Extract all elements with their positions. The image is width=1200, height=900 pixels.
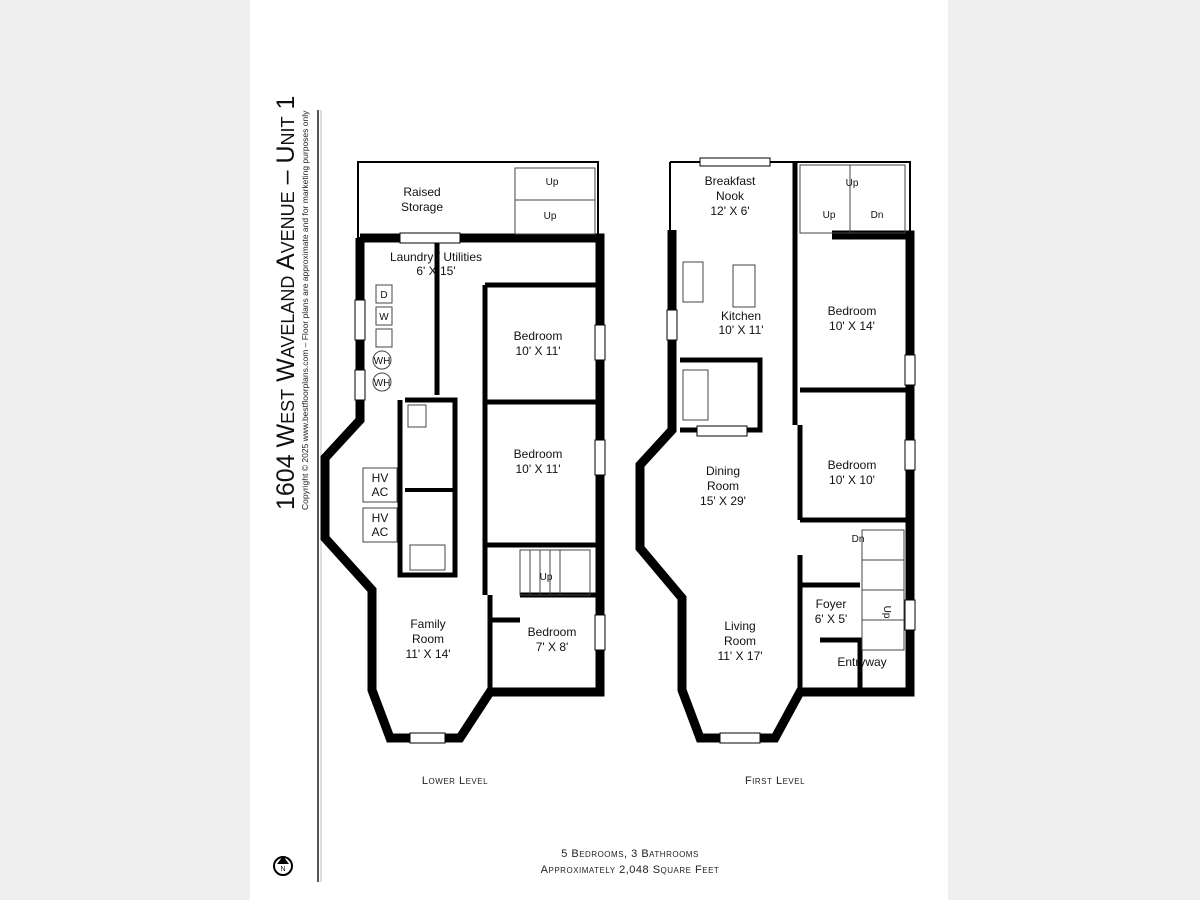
room-label: Room (724, 634, 756, 648)
room-dimensions: 15' X 29' (700, 494, 746, 508)
room-label: Room (412, 632, 444, 646)
water-heater-label: WH (374, 356, 391, 367)
room-label: Entryway (837, 655, 886, 669)
room-dimensions: 7' X 8' (536, 640, 569, 654)
room-label: Laundry / Utilities (390, 250, 482, 264)
room-label: Foyer (816, 597, 847, 611)
hvac-label: HV (372, 511, 389, 525)
stairs-down-label: Dn (871, 210, 884, 221)
room-label: Bedroom (528, 625, 577, 639)
room-dimensions: 10' X 11' (515, 462, 560, 476)
room-dimensions: 10' X 14' (829, 319, 875, 333)
stairs-up-label: Up (823, 210, 836, 221)
room-label: 6' X 15' (416, 264, 455, 278)
room-label: Living (724, 619, 755, 633)
room-dimensions: 6' X 5' (815, 612, 848, 626)
room-label: Room (707, 479, 739, 493)
room-label: Bedroom (514, 447, 563, 461)
room-label: Family (410, 617, 445, 631)
compass-label: N (280, 866, 285, 873)
room-dimensions: 11' X 17' (717, 649, 762, 663)
first-level-plan: Breakfast Nook 12' X 6' Kitchen 10' X 11… (635, 157, 916, 787)
room-dimensions: 10' X 11' (515, 344, 560, 358)
room-dimensions: 10' X 10' (829, 473, 875, 487)
water-heater-label: WH (374, 378, 391, 389)
lower-level-caption: Lower Level (422, 775, 488, 787)
hvac-label: HV (372, 471, 389, 485)
title-block: 1604 West Waveland Avenue – Unit 1 Copyr… (272, 96, 310, 510)
dryer-label: D (380, 290, 387, 301)
room-dimensions: 12' X 6' (710, 204, 749, 218)
room-label: Storage (401, 200, 443, 214)
summary-bedrooms-bathrooms: 5 Bedrooms, 3 Bathrooms (561, 848, 699, 860)
room-label: Bedroom (828, 304, 877, 318)
room-label: Kitchen (721, 309, 761, 323)
lower-exterior-wall (320, 233, 605, 743)
room-dimensions: 11' X 14' (405, 647, 450, 661)
room-label: Dining (706, 464, 740, 478)
first-level-caption: First Level (745, 775, 805, 787)
room-label: Raised (403, 185, 440, 199)
washer-label: W (379, 312, 389, 323)
room-label: Breakfast (705, 174, 756, 188)
hvac-label: AC (372, 485, 389, 499)
room-label: Bedroom (828, 458, 877, 472)
copyright-notice: Copyright © 2025 www.bestfloorplans.com … (300, 110, 310, 510)
stairs-up-label: Up (544, 211, 557, 222)
stairs-up-label: Up (540, 572, 553, 583)
room-label: Bedroom (514, 329, 563, 343)
property-title: 1604 West Waveland Avenue – Unit 1 (272, 96, 300, 510)
north-compass-icon: N (273, 856, 293, 876)
hvac-label: AC (372, 525, 389, 539)
lower-level-plan: D W WH WH Raised Storage Laundry / Utili… (320, 161, 606, 787)
stairs-up-label: Up (846, 178, 859, 189)
room-dimensions: 10' X 11' (718, 323, 763, 337)
stairs-down-label: Dn (852, 534, 865, 545)
stairs-up-label: Up (881, 606, 892, 619)
stairs-up-label: Up (546, 177, 559, 188)
room-label: Nook (716, 189, 745, 203)
summary-square-feet: Approximately 2,048 Square Feet (541, 864, 720, 876)
